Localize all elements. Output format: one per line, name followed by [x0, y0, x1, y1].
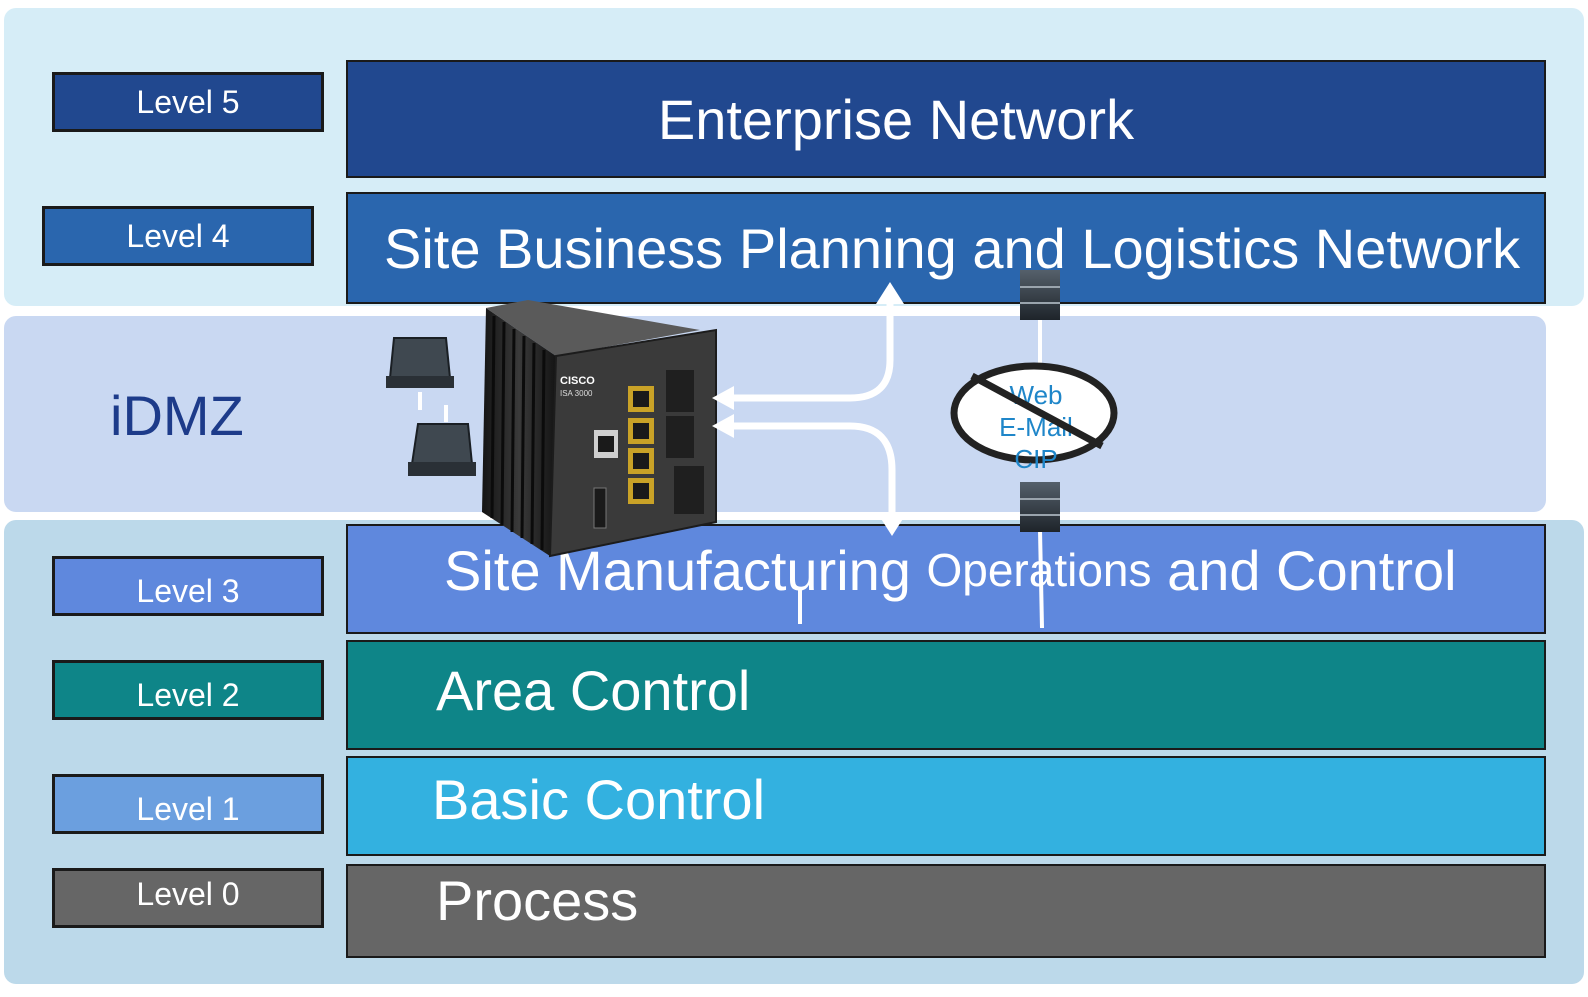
- device-model: ISA 3000: [560, 389, 593, 398]
- level-0-label: Level 0: [52, 868, 324, 928]
- bidirectional-arrow-icon: [722, 296, 896, 524]
- area-control-band: Area Control: [346, 640, 1546, 750]
- site-manufacturing-title-3: and Control: [1167, 538, 1457, 602]
- site-business-title: Site Business Planning and Logistics Net…: [384, 216, 1521, 280]
- server-link: [1038, 529, 1044, 629]
- server-icon: [1020, 482, 1060, 532]
- area-control-title: Area Control: [436, 658, 751, 722]
- idmz-title: iDMZ: [110, 384, 244, 447]
- level-1-label: Level 1: [52, 774, 324, 834]
- laptop-icon: [386, 337, 454, 388]
- site-manufacturing-band: Site Manufacturing Operations and Contro…: [346, 524, 1546, 634]
- site-business-band: Site Business Planning and Logistics Net…: [346, 192, 1546, 304]
- idmz-zone: [4, 316, 1546, 512]
- device-brand: CISCO: [560, 375, 595, 387]
- arrow-heads: [712, 282, 906, 536]
- level-3-label: Level 3: [52, 556, 324, 616]
- level-2-label: Level 2: [52, 660, 324, 720]
- basic-control-title: Basic Control: [432, 767, 766, 831]
- level-4-label: Level 4: [42, 206, 314, 266]
- laptop-icon: [408, 423, 476, 476]
- blocked-protocol-cip: CIP: [1014, 444, 1057, 474]
- process-title: Process: [436, 868, 639, 932]
- enterprise-network-band: Enterprise Network: [346, 60, 1546, 178]
- firewall-appliance-icon: CISCO ISA 3000: [482, 300, 717, 558]
- site-manufacturing-title-1: Site Manufacturing: [444, 538, 911, 602]
- blocked-protocol-web: Web: [1010, 380, 1063, 410]
- process-band: Process: [346, 864, 1546, 958]
- prohibited-sign-icon: Web E-Mail CIP: [950, 362, 1118, 474]
- enterprise-network-title: Enterprise Network: [657, 87, 1135, 151]
- basic-control-band: Basic Control: [346, 756, 1546, 856]
- server-icon: [1020, 270, 1060, 320]
- level-5-label: Level 5: [52, 72, 324, 132]
